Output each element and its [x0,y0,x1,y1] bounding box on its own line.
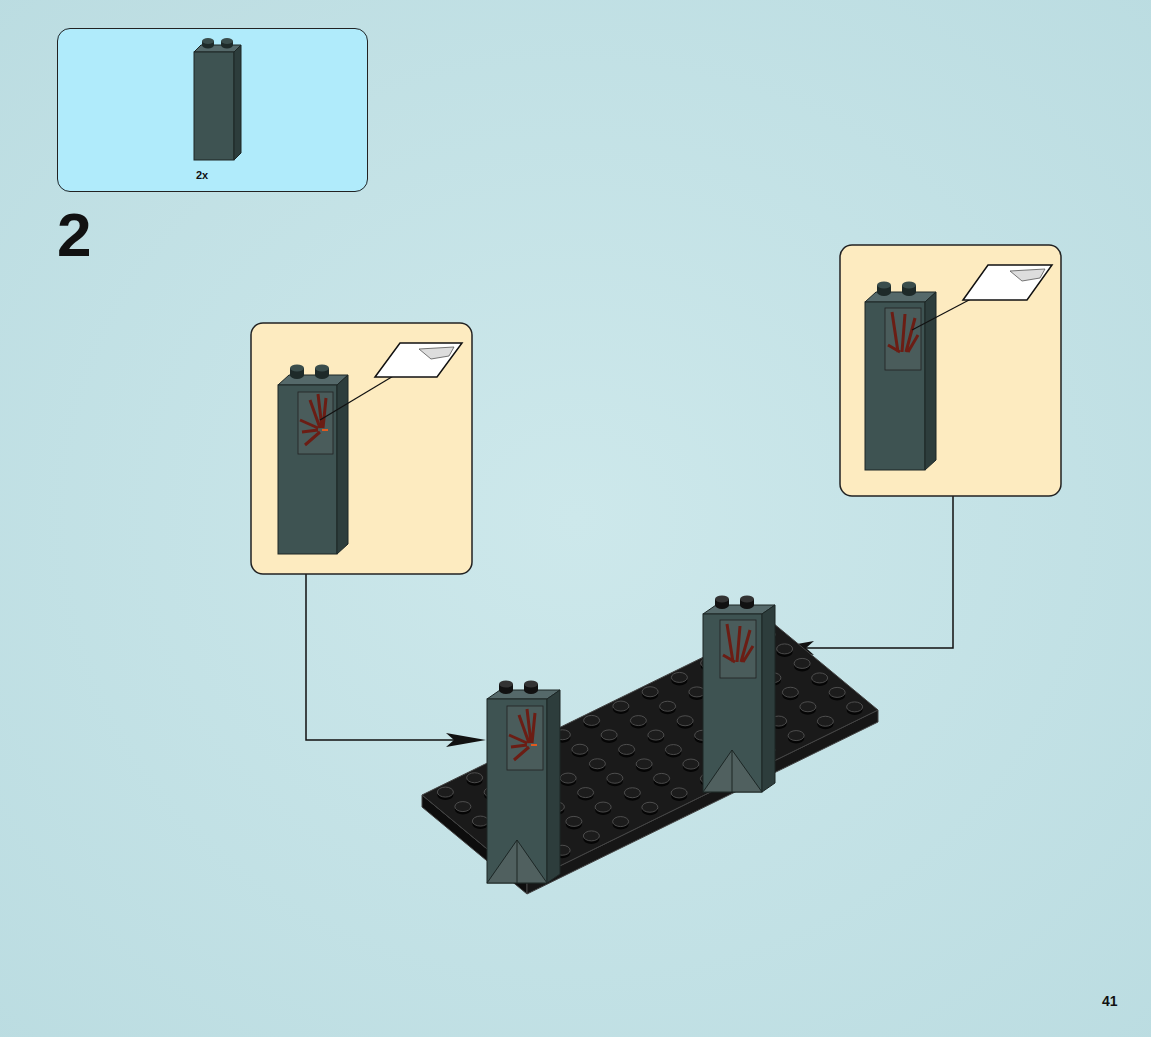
stud [660,701,676,711]
stud [689,687,705,697]
page-number: 41 [1102,994,1118,1008]
stud [619,744,635,754]
parts-panel-fill [57,28,368,192]
brick-part [194,38,241,160]
parts-list-box: 2x [57,28,368,192]
stud [613,817,629,827]
stud [437,787,453,797]
stud [677,716,693,726]
stud [671,672,687,682]
stud [671,788,687,798]
stud [472,816,488,826]
stud [630,716,646,726]
stud [560,773,576,783]
stud [794,658,810,668]
stud [683,759,699,769]
stud [782,687,798,697]
stud [636,759,652,769]
stud [642,802,658,812]
stud [601,730,617,740]
baseplate [422,623,878,894]
quantity-label: 2x [196,169,208,181]
stud [566,816,582,826]
step-number: 2 [57,204,91,266]
stud [665,745,681,755]
stud [572,744,588,754]
stud [607,773,623,783]
stud [584,715,600,725]
column-brick [487,681,560,884]
stud [812,673,828,683]
stud [642,687,658,697]
stud [613,701,629,711]
stud [578,788,594,798]
stud [788,731,804,741]
stud [829,687,845,697]
stud [595,802,611,812]
stud [589,759,605,769]
arrowhead [446,733,486,747]
stud [648,730,664,740]
stud [654,773,670,783]
column-brick [703,596,775,793]
stud [583,831,599,841]
stud [847,702,863,712]
sticker-callout [840,245,1061,496]
stud [777,644,793,654]
stud [455,802,471,812]
stud [817,716,833,726]
stud [467,773,483,783]
stud [800,702,816,712]
sticker-callout [251,323,472,574]
stud [624,788,640,798]
